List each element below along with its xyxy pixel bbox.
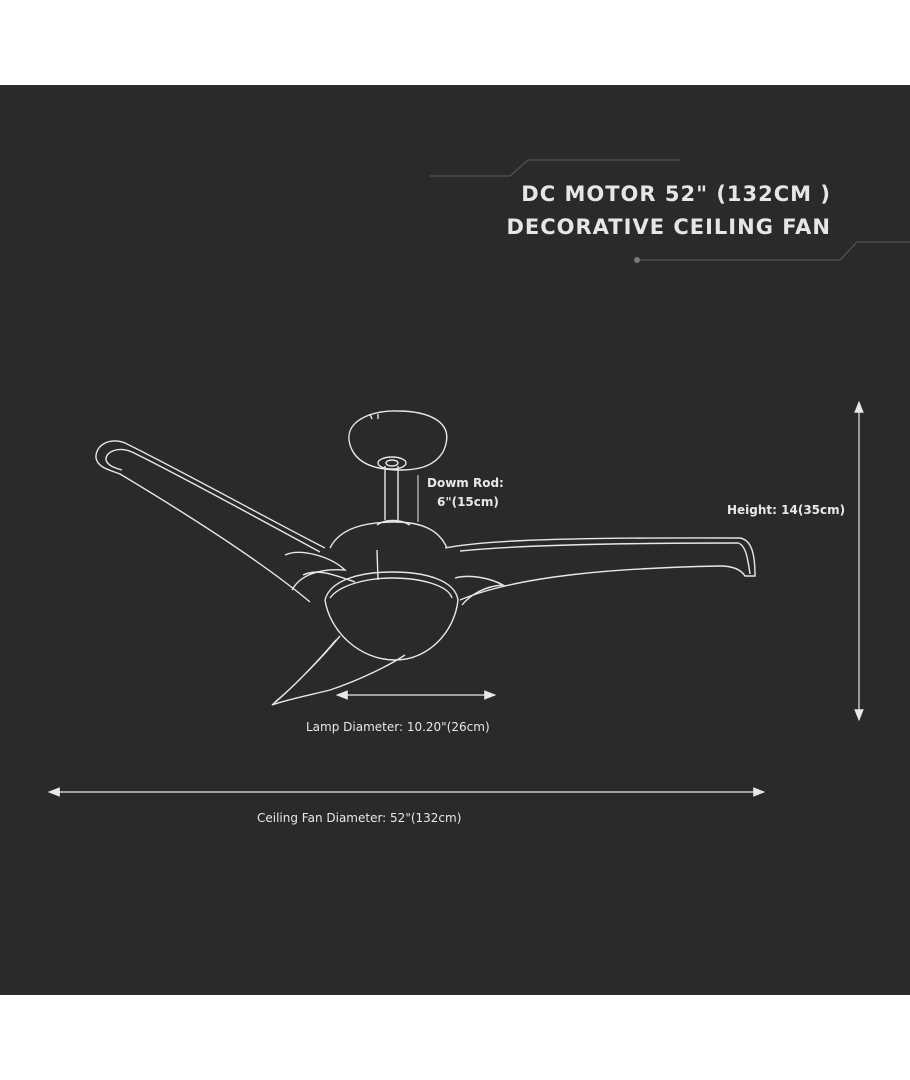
decorative-lines [430, 159, 910, 263]
ceiling-fan-drawing [95, 410, 756, 706]
title-line-2: DECORATIVE CEILING FAN [506, 215, 831, 239]
down-rod-label: Dowm Rod: [427, 476, 504, 490]
blade-left [95, 440, 326, 603]
blade-right [444, 537, 756, 601]
motor-dome [329, 521, 448, 549]
dimension-lines [47, 400, 864, 797]
down-rod [376, 466, 411, 526]
height-label: Height: 14(35cm) [727, 503, 846, 517]
collar [377, 456, 407, 470]
blade-bottom [271, 635, 406, 706]
down-rod-value: 6"(15cm) [437, 495, 499, 509]
diagram-panel [0, 85, 910, 995]
lamp-diameter-label: Lamp Diameter: 10.20"(26cm) [306, 720, 490, 734]
blade-guides [284, 551, 506, 606]
lamp [324, 571, 459, 661]
title-line-1: DC MOTOR 52" (132CM ) [521, 182, 831, 206]
fan-diameter-label: Ceiling Fan Diameter: 52"(132cm) [257, 811, 462, 825]
